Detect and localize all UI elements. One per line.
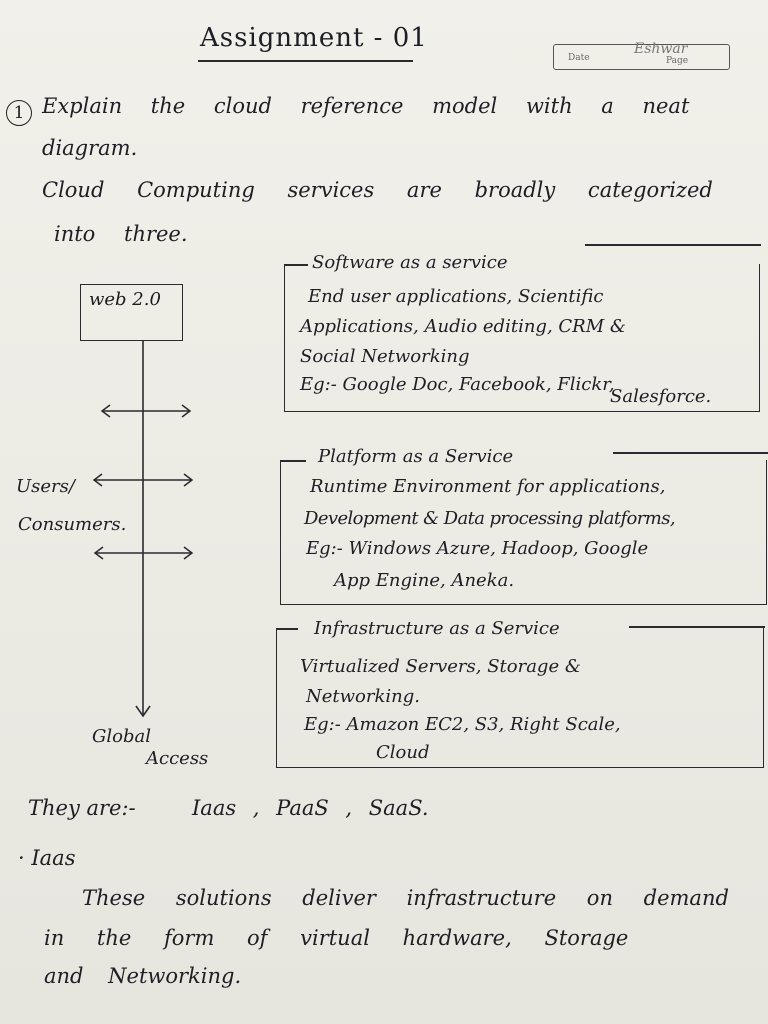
paas-line-1: Runtime Environment for applications, (310, 476, 666, 497)
iaas-line-1: Virtualized Servers, Storage & (300, 656, 581, 677)
iaas-heading: Infrastructure as a Service (314, 618, 560, 639)
saas-line-4: Eg:- Google Doc, Facebook, Flickr, (300, 374, 615, 395)
iaas-box (276, 626, 765, 768)
saas-line-5: Salesforce. (610, 386, 712, 407)
saas-line-1: End user applications, Scientific (308, 286, 604, 307)
question-line-1: Explain the cloud reference model with a… (42, 94, 690, 118)
saas-line-3: Social Networking (300, 346, 470, 367)
iaas-top-left (276, 628, 298, 630)
web-2-label: web 2.0 (89, 289, 161, 310)
stamp-date-label: Date (568, 53, 590, 63)
paas-box (280, 452, 768, 605)
users-label-1: Users/ (16, 476, 75, 497)
date-page-stamp: Date Eshwar Page (553, 41, 730, 70)
iaas-top-right (629, 626, 765, 628)
paas-line-2: Development & Data processing platforms, (304, 508, 676, 529)
saas-top-right (585, 244, 761, 246)
iaas-bullet: · Iaas (18, 846, 76, 870)
question-number-circle: 1 (6, 100, 32, 126)
saas-box (284, 244, 761, 412)
stamp-page-label: Page (666, 56, 689, 66)
saas-heading: Software as a service (312, 252, 508, 273)
web-2-box: web 2.0 (80, 284, 183, 341)
iaas-bullet-label: Iaas (31, 846, 76, 870)
page-title: Assignment - 01 (200, 23, 428, 53)
saas-line-2: Applications, Audio editing, CRM & (300, 316, 626, 337)
paas-line-4: App Engine, Aneka. (334, 570, 515, 591)
access-label-2: Access (146, 748, 209, 769)
service-list: Iaas , PaaS , SaaS. (192, 796, 429, 820)
title-underline (198, 60, 413, 62)
intro-line-1: Cloud Computing services are broadly cat… (42, 178, 713, 202)
question-line-2: diagram. (42, 136, 138, 160)
access-label-1: Global (92, 726, 151, 747)
intro-line-2: into three. (54, 222, 188, 246)
iaas-line-3: Eg:- Amazon EC2, S3, Right Scale, (304, 714, 621, 735)
they-are-label: They are:- (28, 796, 136, 820)
iaas-line-4: Cloud (376, 742, 430, 763)
saas-top-left (284, 264, 308, 266)
question-number: 1 (13, 103, 25, 123)
stamp-name: Eshwar (634, 41, 688, 57)
paas-top-left (280, 460, 306, 462)
paas-top-right (613, 452, 768, 454)
iaas-section-line-2: in the form of virtual hardware, Storage (44, 926, 629, 950)
iaas-section-line-3: and Networking. (44, 964, 242, 988)
paas-heading: Platform as a Service (318, 446, 514, 467)
iaas-section-line-1: These solutions deliver infrastructure o… (82, 886, 729, 910)
iaas-line-2: Networking. (306, 686, 420, 707)
paas-line-3: Eg:- Windows Azure, Hadoop, Google (306, 538, 649, 559)
users-label-2: Consumers. (18, 514, 127, 535)
